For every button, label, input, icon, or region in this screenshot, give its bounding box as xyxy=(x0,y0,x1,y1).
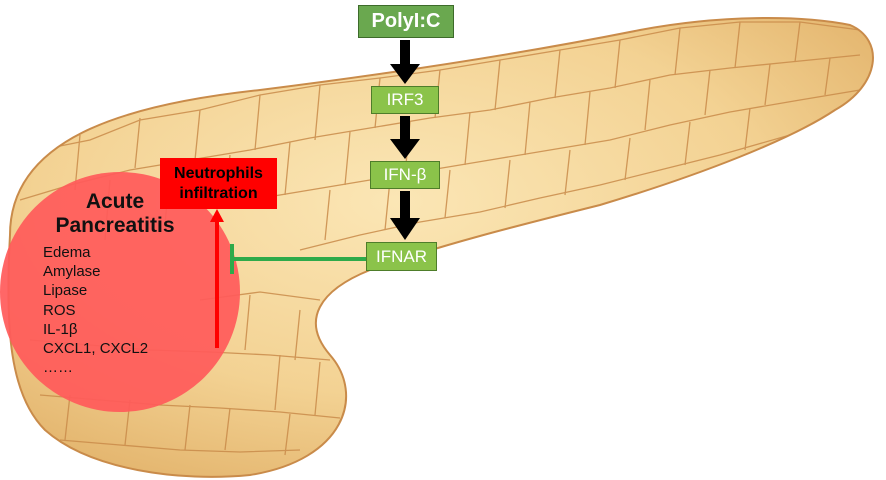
ifn-beta-label: IFN-β xyxy=(383,165,427,184)
inhibition-bar-icon xyxy=(230,244,366,274)
marker-item: IL-1β xyxy=(43,320,78,338)
ap-title-line1: Acute xyxy=(85,190,145,213)
marker-item: Edema xyxy=(43,244,91,261)
marker-item: CXCL1, CXCL2 xyxy=(43,340,149,358)
marker-item: Amylase xyxy=(43,263,101,281)
neutrophils-label-line2: infiltration xyxy=(179,184,258,202)
down-arrow-icon xyxy=(390,191,420,240)
polyic-box: PolyI:C xyxy=(358,5,454,38)
ifnar-box: IFNAR xyxy=(366,242,437,271)
pancreatitis-markers-list: Edema Amylase Lipase ROS IL-1β CXCL1, CX… xyxy=(43,243,148,377)
acute-pancreatitis-title: Acute Pancreatitis xyxy=(40,190,190,238)
down-arrow-icon xyxy=(390,40,420,84)
marker-item: …… xyxy=(43,359,73,377)
irf3-box: IRF3 xyxy=(371,86,439,114)
polyic-label: PolyI:C xyxy=(371,10,441,32)
down-arrow-icon xyxy=(390,116,420,159)
neutrophils-label-line1: Neutrophils xyxy=(174,164,263,182)
acute-pancreatitis-circle xyxy=(0,172,240,412)
irf3-label: IRF3 xyxy=(386,90,424,109)
neutrophils-infiltration-box: Neutrophils infiltration xyxy=(160,158,277,209)
ap-title-line2: Pancreatitis xyxy=(55,214,175,237)
up-arrow-icon xyxy=(210,209,224,348)
marker-item: ROS xyxy=(43,301,76,319)
ifnar-label: IFNAR xyxy=(376,246,427,266)
ifn-beta-box: IFN-β xyxy=(370,161,440,189)
marker-item: Lipase xyxy=(43,282,88,300)
